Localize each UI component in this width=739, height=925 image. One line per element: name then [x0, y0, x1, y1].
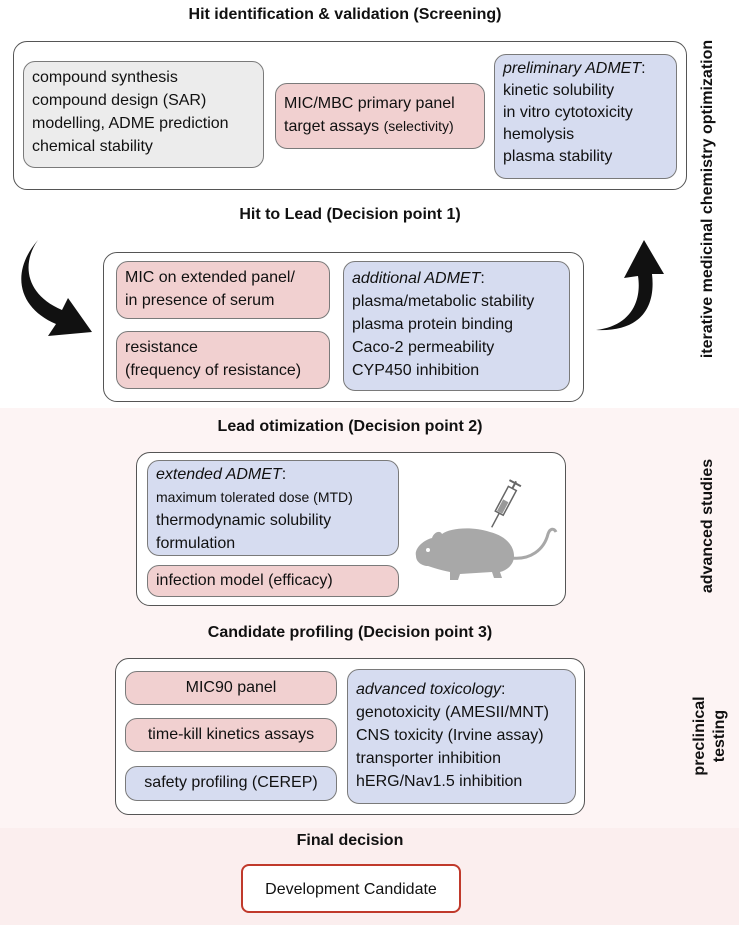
admet-item: Caco-2 permeability — [352, 339, 495, 356]
tox-item: CNS toxicity (Irvine assay) — [356, 727, 544, 744]
assay-line-2a: target assays — [284, 118, 384, 135]
resistance-line: resistance — [125, 339, 198, 356]
side-label-preclinical: preclinical testing — [690, 686, 730, 786]
extended-admet-box: extended ADMET: maximum tolerated dose (… — [147, 460, 399, 556]
admet-title: preliminary ADMET — [503, 60, 642, 77]
admet-item: plasma/metabolic stability — [352, 293, 535, 310]
hit-to-lead-title: Hit to Lead (Decision point 1) — [239, 206, 461, 223]
additional-admet-box: additional ADMET: plasma/metabolic stabi… — [343, 261, 570, 391]
synthesis-item: compound synthesis — [32, 69, 178, 86]
admet-title: additional ADMET — [352, 270, 481, 287]
synthesis-box: compound synthesis compound design (SAR)… — [23, 61, 264, 168]
assay-line-1: MIC/MBC primary panel — [284, 95, 455, 112]
screening-title: Hit identification & validation (Screeni… — [188, 6, 502, 23]
assay-line-2b: (selectivity) — [383, 118, 454, 134]
safety-box: safety profiling (CEREP) — [125, 766, 337, 801]
tox-item: transporter inhibition — [356, 750, 501, 767]
mic90-box: MIC90 panel — [125, 671, 337, 705]
infection-model-box: infection model (efficacy) — [147, 565, 399, 597]
advanced-toxicology-box: advanced toxicology: genotoxicity (AMESI… — [347, 669, 576, 804]
admet-item: hemolysis — [503, 126, 575, 143]
admet-item: formulation — [156, 535, 236, 552]
curved-arrow-down-icon — [21, 240, 93, 336]
assay-line-2: target assays (selectivity) — [284, 115, 476, 138]
synthesis-item: chemical stability — [32, 138, 153, 155]
admet-colon: : — [641, 60, 646, 77]
tox-colon: : — [500, 681, 506, 698]
side-label-advanced: advanced studies — [699, 458, 716, 594]
side-label-preclinical-1: preclinical — [691, 696, 708, 776]
syringe-icon — [491, 479, 522, 528]
tox-item: hERG/Nav1.5 inhibition — [356, 773, 523, 790]
mic-line: in presence of serum — [125, 292, 275, 309]
resistance-line: (frequency of resistance) — [125, 362, 302, 379]
candidate-title: Candidate profiling (Decision point 3) — [207, 624, 493, 641]
admet-item: in vitro cytotoxicity — [503, 104, 633, 121]
admet-title-line: extended ADMET: — [156, 463, 390, 486]
admet-item: plasma protein binding — [352, 316, 513, 333]
mic-extended-box: MIC on extended panel/ in presence of se… — [116, 261, 330, 319]
tox-title: advanced toxicology — [356, 681, 501, 698]
admet-item: plasma stability — [503, 148, 613, 165]
mic90-label: MIC90 panel — [185, 679, 277, 696]
final-title: Final decision — [296, 832, 404, 849]
lead-opt-title: Lead otimization (Decision point 2) — [217, 418, 483, 435]
tox-item: genotoxicity (AMESII/MNT) — [356, 704, 549, 721]
tox-title-line: advanced toxicology: — [356, 678, 567, 701]
side-label-iterative: iterative medicinal chemistry optimizati… — [699, 39, 716, 359]
resistance-box: resistance (frequency of resistance) — [116, 331, 330, 389]
admet-title-line: preliminary ADMET: — [503, 58, 668, 80]
synthesis-item: modelling, ADME prediction — [32, 115, 229, 132]
synthesis-item: compound design (SAR) — [32, 92, 207, 109]
admet-item: kinetic solubility — [503, 82, 615, 99]
mic-line: MIC on extended panel/ — [125, 269, 295, 286]
admet-item: CYP450 inhibition — [352, 362, 480, 379]
development-candidate-label: Development Candidate — [265, 881, 437, 898]
safety-label: safety profiling (CEREP) — [144, 774, 318, 791]
timekill-label: time-kill kinetics assays — [147, 726, 315, 743]
curved-arrow-up-icon — [596, 240, 664, 331]
admet-title-line: additional ADMET: — [352, 267, 561, 290]
timekill-box: time-kill kinetics assays — [125, 718, 337, 752]
admet-colon: : — [480, 270, 485, 287]
preliminary-admet-box: preliminary ADMET: kinetic solubility in… — [494, 54, 677, 179]
admet-title: extended ADMET — [156, 466, 282, 483]
admet-colon: : — [281, 466, 287, 483]
admet-item: thermodynamic solubility — [156, 512, 332, 529]
mouse-icon — [415, 527, 558, 580]
side-label-preclinical-2: testing — [711, 709, 728, 763]
infection-label: infection model (efficacy) — [156, 572, 333, 589]
mtd-item: maximum tolerated dose (MTD) — [156, 489, 353, 505]
development-candidate-box: Development Candidate — [241, 864, 461, 913]
assay-box: MIC/MBC primary panel target assays (sel… — [275, 83, 485, 149]
